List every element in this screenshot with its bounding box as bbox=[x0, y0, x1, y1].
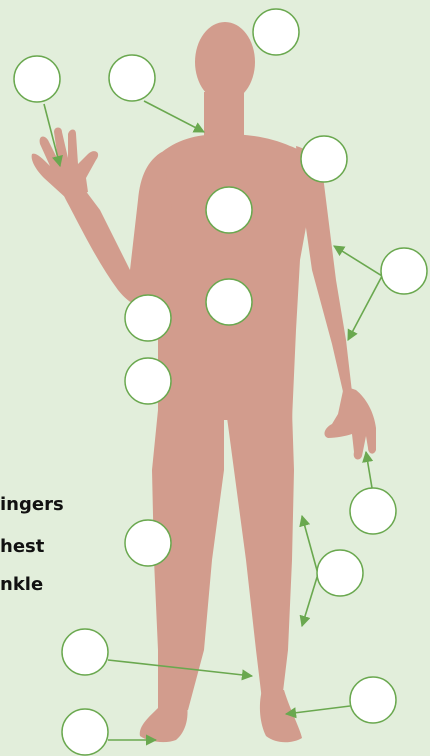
hanging-arm bbox=[296, 146, 352, 396]
label-circle-shin[interactable] bbox=[62, 629, 108, 675]
label-circle-heel[interactable] bbox=[62, 709, 108, 755]
word-list-item: hest bbox=[0, 536, 44, 558]
label-circle-hip[interactable] bbox=[125, 358, 171, 404]
raised-hand bbox=[32, 128, 99, 199]
label-circle-fingers-right[interactable] bbox=[350, 488, 396, 534]
label-circle-chest[interactable] bbox=[206, 187, 252, 233]
head bbox=[195, 22, 255, 102]
foot-right bbox=[260, 690, 302, 742]
arrow-neck bbox=[144, 101, 204, 132]
label-circle-stomach[interactable] bbox=[206, 279, 252, 325]
arrow-elbow-up bbox=[334, 246, 382, 276]
word-list-item: nkle bbox=[0, 574, 43, 596]
torso bbox=[146, 134, 316, 420]
label-circle-hand-left[interactable] bbox=[14, 56, 60, 102]
arrow-knee-down bbox=[302, 574, 318, 626]
hanging-hand bbox=[325, 386, 376, 459]
label-circle-elbow[interactable] bbox=[381, 248, 427, 294]
foot-left bbox=[140, 700, 188, 742]
word-list-item: ingers bbox=[0, 494, 64, 516]
arrow-knee-up bbox=[302, 516, 318, 574]
leg-right bbox=[226, 410, 294, 700]
label-circle-ankle[interactable] bbox=[350, 677, 396, 723]
arrow-fingers bbox=[366, 452, 372, 488]
label-circle-waist[interactable] bbox=[125, 295, 171, 341]
label-circle-head[interactable] bbox=[253, 9, 299, 55]
arrow-heel bbox=[286, 706, 350, 714]
label-circle-neck[interactable] bbox=[109, 55, 155, 101]
arrow-elbow-down bbox=[348, 276, 382, 340]
label-circle-leg[interactable] bbox=[317, 550, 363, 596]
label-circle-knee[interactable] bbox=[125, 520, 171, 566]
label-circle-shoulder[interactable] bbox=[301, 136, 347, 182]
